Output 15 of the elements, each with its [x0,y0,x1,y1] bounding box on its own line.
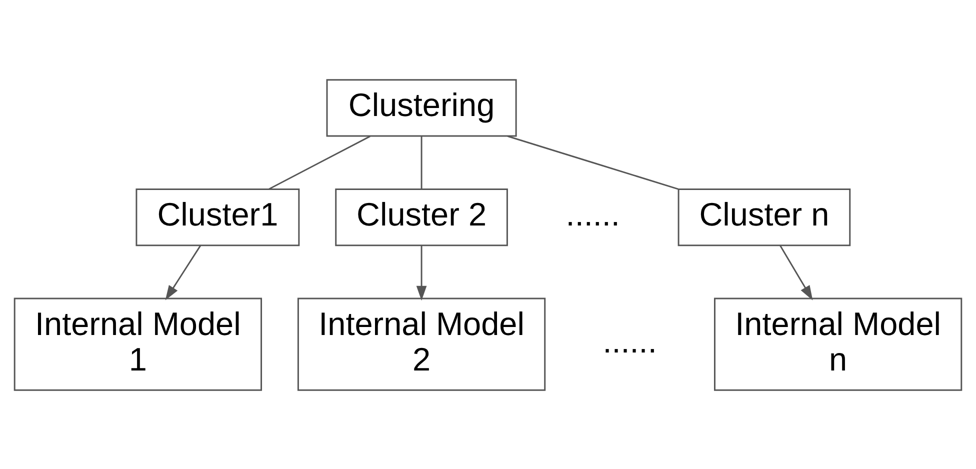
node-box: Cluster 2 [335,188,508,246]
node-box: Clustering [326,78,517,136]
node-box: Cluster n [678,188,851,246]
connector [268,135,370,190]
node-box: Internal Model 2 [297,297,546,390]
arrow [780,244,813,300]
label: ...... [566,196,620,232]
node-box: Internal Model n [714,297,962,390]
label: ...... [602,323,657,360]
connector [420,136,422,188]
arrow [416,245,427,300]
arrow [165,244,201,300]
node-box: Internal Model 1 [14,297,262,390]
connector [507,134,678,190]
node-box: Cluster1 [136,188,300,246]
